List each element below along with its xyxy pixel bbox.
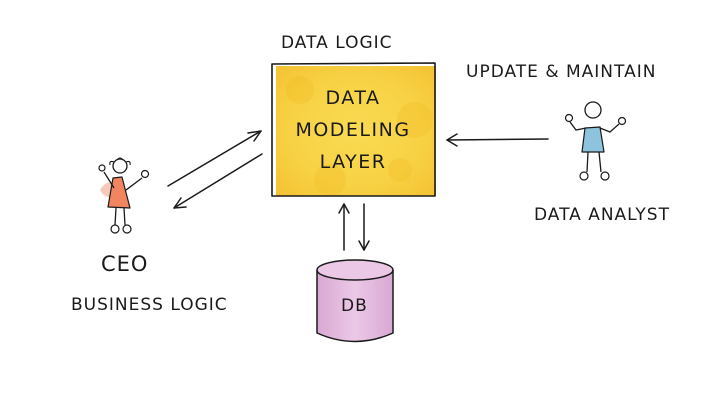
layer-to-ceo-arrow — [173, 153, 263, 209]
box-line-2: MODELING — [295, 119, 411, 141]
data-analyst-figure — [564, 101, 627, 181]
db-to-layer-arrow — [338, 203, 350, 251]
box-line-3: LAYER — [319, 151, 387, 173]
data-modeling-layer-title: DATA MODELING LAYER — [272, 82, 434, 178]
data-analyst-label: DATA ANALYST — [534, 205, 670, 225]
data-logic-label: DATA LOGIC — [281, 33, 393, 53]
update-maintain-label: UPDATE & MAINTAIN — [466, 62, 657, 82]
business-logic-label: BUSINESS LOGIC — [71, 295, 228, 315]
db-label: DB — [341, 296, 368, 316]
database-cylinder — [316, 259, 394, 343]
box-line-1: DATA — [325, 87, 381, 109]
analyst-to-layer-arrow — [446, 133, 549, 147]
ceo-to-layer-arrow — [167, 130, 262, 187]
ceo-label: CEO — [101, 252, 149, 276]
layer-to-db-arrow — [358, 203, 370, 251]
ceo-figure — [98, 157, 150, 234]
data-modeling-layer-box — [271, 62, 436, 197]
